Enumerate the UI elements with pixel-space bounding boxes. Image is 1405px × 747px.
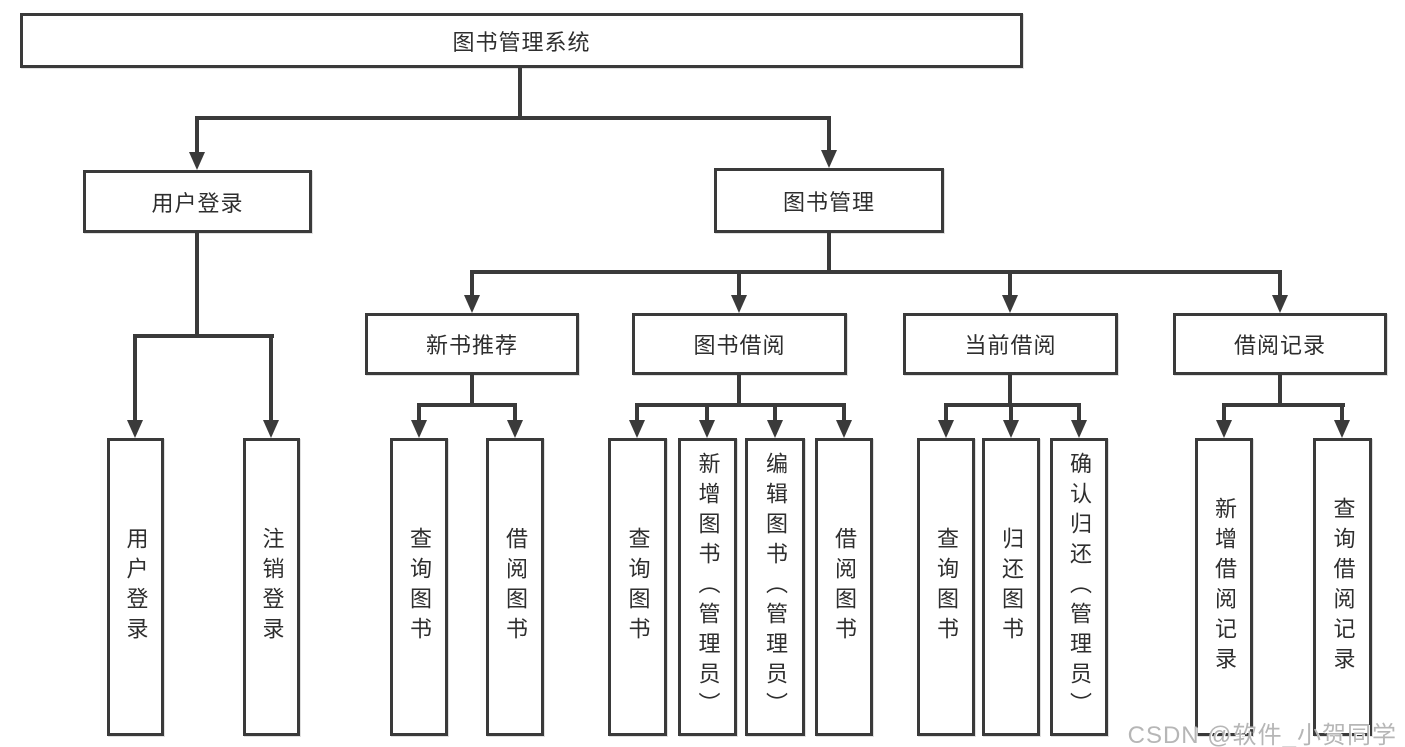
connector-drop-leaf [417, 403, 421, 422]
connector-drop-leaf [513, 403, 517, 422]
node-label: 用户登录 [123, 527, 149, 647]
arrowhead-icon [1334, 420, 1350, 438]
node-leaf-add-books-admin: 新增图书（管理员） [678, 438, 737, 736]
node-leaf-query-books-1: 查询图书 [390, 438, 448, 736]
connector-userlogin-stem [195, 233, 199, 338]
node-label: 当前借阅 [964, 333, 1057, 358]
connector-drop-leaf [773, 403, 777, 422]
node-label: 确认归还（管理员） [1067, 452, 1092, 722]
connector-drop-new-book [470, 270, 474, 297]
arrowhead-icon [507, 420, 523, 438]
connector-root-stem [518, 68, 522, 120]
connector-drop-leaf [133, 334, 137, 422]
node-leaf-query-borrow-record: 查询借阅记录 [1313, 438, 1372, 736]
node-label: 图书管理系统 [452, 29, 591, 55]
connector-distributor [635, 403, 846, 407]
connector-drop-leaf [1077, 403, 1081, 422]
node-borrowing-records: 借阅记录 [1173, 313, 1387, 375]
node-label: 借阅图书 [503, 527, 528, 647]
connector-distributor [417, 403, 517, 407]
arrowhead-icon [767, 420, 783, 438]
node-label: 编辑图书（管理员） [763, 452, 788, 722]
node-leaf-query-books-2: 查询图书 [608, 438, 667, 736]
node-label: 新增借阅记录 [1212, 497, 1237, 677]
node-leaf-logout: 注销登录 [243, 438, 300, 736]
node-leaf-user-login: 用户登录 [107, 438, 164, 736]
node-label: 用户登录 [151, 190, 244, 216]
node-leaf-borrow-books-1: 借阅图书 [486, 438, 544, 736]
connector-drop-leaf [635, 403, 639, 422]
connector-drop-leaf [1009, 403, 1013, 422]
connector-drop-leaf [944, 403, 948, 422]
node-leaf-add-borrow-record: 新增借阅记录 [1195, 438, 1253, 736]
node-library-management-system: 图书管理系统 [20, 13, 1023, 68]
connector-drop-borrow-record [1278, 270, 1282, 297]
node-current-borrowing: 当前借阅 [903, 313, 1118, 375]
node-label: 借阅记录 [1233, 333, 1326, 358]
node-book-management: 图书管理 [714, 168, 944, 233]
arrowhead-icon [411, 420, 427, 438]
connector-drop-user-login [195, 116, 199, 154]
node-label: 借阅图书 [832, 527, 857, 647]
node-label: 新书推荐 [425, 333, 518, 358]
node-new-book-recommend: 新书推荐 [365, 313, 579, 375]
node-label: 图书管理 [782, 189, 875, 215]
connector-drop-leaf [705, 403, 709, 422]
arrowhead-icon [699, 420, 715, 438]
arrowhead-icon [821, 150, 837, 168]
node-leaf-borrow-books-2: 借阅图书 [815, 438, 873, 736]
connector-drop-leaf [842, 403, 846, 422]
arrowhead-icon [1003, 420, 1019, 438]
connector-stem [1008, 375, 1012, 407]
connector-distributor [1222, 403, 1345, 407]
connector-bookmgmt-stem [827, 233, 831, 274]
connector-drop-book-mgmt [827, 116, 831, 152]
node-leaf-query-books-3: 查询图书 [917, 438, 975, 736]
arrowhead-icon [1216, 420, 1232, 438]
arrowhead-icon [263, 420, 279, 438]
arrowhead-icon [464, 295, 480, 313]
connector-drop-current-borrow [1008, 270, 1012, 297]
node-label: 归还图书 [999, 527, 1024, 647]
node-leaf-edit-books-admin: 编辑图书（管理员） [745, 438, 805, 736]
csdn-watermark: CSDN @软件_小贺同学 [1127, 722, 1397, 747]
connector-root-distributor [195, 116, 831, 120]
node-leaf-return-books: 归还图书 [982, 438, 1040, 736]
node-label: 查询图书 [934, 527, 959, 647]
node-label: 注销登录 [259, 527, 285, 647]
node-label: 查询借阅记录 [1330, 497, 1356, 677]
arrowhead-icon [1272, 295, 1288, 313]
arrowhead-icon [189, 152, 205, 170]
arrowhead-icon [1002, 295, 1018, 313]
node-user-login: 用户登录 [83, 170, 312, 233]
arrowhead-icon [731, 295, 747, 313]
connector-drop-book-borrow [737, 270, 741, 297]
connector-userlogin-distributor [133, 334, 274, 338]
connector-level3-distributor [470, 270, 1282, 274]
node-label: 图书借阅 [693, 333, 786, 358]
connector-drop-leaf [269, 334, 273, 422]
connector-stem [737, 375, 741, 407]
node-book-borrowing: 图书借阅 [632, 313, 847, 375]
connector-drop-leaf [1222, 403, 1226, 422]
node-leaf-confirm-return-admin: 确认归还（管理员） [1050, 438, 1108, 736]
connector-stem [1278, 375, 1282, 407]
node-label: 查询图书 [625, 527, 651, 647]
arrowhead-icon [938, 420, 954, 438]
arrowhead-icon [127, 420, 143, 438]
arrowhead-icon [836, 420, 852, 438]
node-label: 查询图书 [407, 527, 432, 647]
connector-drop-leaf [1340, 403, 1344, 422]
node-label: 新增图书（管理员） [695, 452, 721, 722]
arrowhead-icon [629, 420, 645, 438]
arrowhead-icon [1071, 420, 1087, 438]
connector-stem [470, 375, 474, 407]
